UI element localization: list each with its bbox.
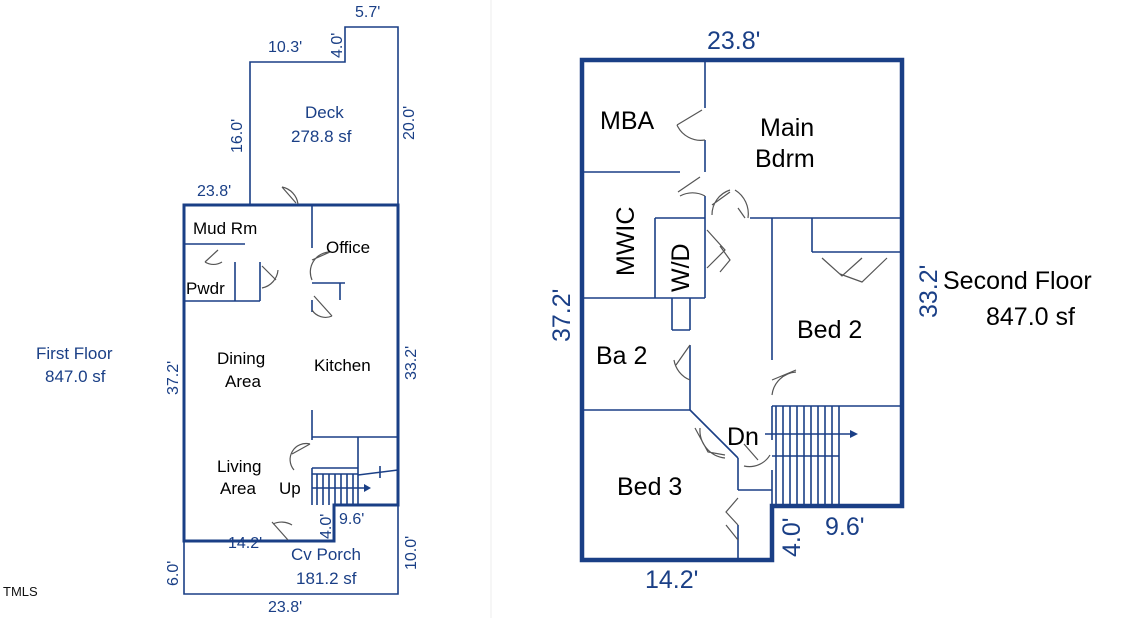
room-label-dining-area: Area xyxy=(225,372,261,391)
deck-outline xyxy=(249,26,399,205)
room-label-kitchen: Kitchen xyxy=(314,356,371,375)
dim-right: 33.2' xyxy=(403,346,420,380)
tmls-watermark-logo: TMLS xyxy=(3,584,38,599)
dim2-top: 23.8' xyxy=(707,27,760,55)
dim-porch-left: 6.0' xyxy=(165,561,182,586)
first-floor-stairs xyxy=(312,466,399,505)
first-floor-interior-walls xyxy=(184,205,399,505)
second-floor-stairs xyxy=(765,406,858,506)
room-label-dining: Dining xyxy=(217,349,265,368)
room-label-main-bdrm: Bdrm xyxy=(755,145,815,173)
room-label-ba2: Ba 2 xyxy=(596,342,647,370)
room-label-mud: Mud Rm xyxy=(193,219,257,238)
dim-deck-top: 5.7' xyxy=(355,4,380,21)
dim-porch-right: 10.0' xyxy=(403,536,420,570)
room-label-bed2: Bed 2 xyxy=(797,316,862,344)
room-label-wd: W/D xyxy=(667,243,695,292)
porch-area: 181.2 sf xyxy=(296,569,357,588)
second-floor-interior-walls xyxy=(582,60,902,560)
first-floor-area: 847.0 sf xyxy=(45,367,106,386)
dim2-right: 33.2' xyxy=(915,265,943,318)
room-label-living: Living xyxy=(217,457,261,476)
dim-deck-left: 16.0' xyxy=(229,119,246,153)
room-label-pwdr: Pwdr xyxy=(186,279,225,298)
dim-deck-step: 4.0' xyxy=(329,33,346,58)
dim-deck-bottom: 23.8' xyxy=(197,183,231,200)
second-floor-doors xyxy=(673,109,888,541)
dim-notch-v: 4.0' xyxy=(318,514,335,539)
second-floor-area: 847.0 sf xyxy=(986,303,1075,331)
dim2-left: 37.2' xyxy=(548,289,576,342)
room-label-main: Main xyxy=(760,114,814,142)
deck-area: 278.8 sf xyxy=(291,127,352,146)
dim-bottom: 23.8' xyxy=(268,599,302,616)
first-floor-doors xyxy=(204,186,333,541)
dim2-bottom: 14.2' xyxy=(645,566,698,594)
porch-label: Cv Porch xyxy=(291,545,361,564)
room-label-living-area: Area xyxy=(220,479,256,498)
dim2-notch-h: 9.6' xyxy=(825,513,865,541)
first-floor-title: First Floor xyxy=(36,344,113,363)
room-label-office: Office xyxy=(326,238,370,257)
dim-porch-top: 14.2' xyxy=(228,535,262,552)
porch-outline xyxy=(183,505,399,595)
dim2-notch-v: 4.0' xyxy=(778,517,806,557)
stairs-down-label: Dn xyxy=(727,423,759,451)
dim-left: 37.2' xyxy=(165,361,182,395)
room-label-bed3: Bed 3 xyxy=(617,473,682,501)
room-label-mwic: MWIC xyxy=(612,207,640,276)
first-floor-plan: Mud Rm Office Pwdr Dining Area Kitchen L… xyxy=(36,4,420,616)
room-label-mba: MBA xyxy=(600,107,655,135)
dim-deck-left-top: 10.3' xyxy=(268,39,302,56)
dim-notch-h: 9.6' xyxy=(339,511,364,528)
second-floor-title: Second Floor xyxy=(943,267,1092,295)
dim-deck-right: 20.0' xyxy=(401,106,418,140)
second-floor-plan: MBA Main Bdrm MWIC W/D Ba 2 Bed 2 Bed 3 … xyxy=(548,27,1092,594)
stairs-up-label: Up xyxy=(279,479,301,498)
deck-label: Deck xyxy=(305,103,344,122)
